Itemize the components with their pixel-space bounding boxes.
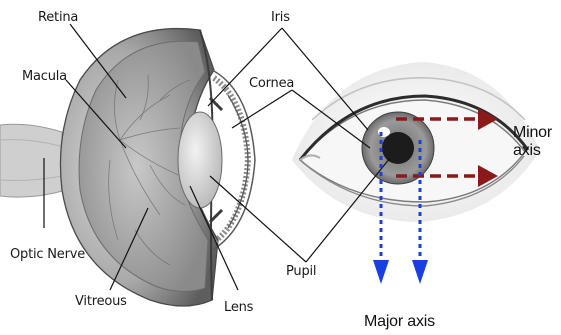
label-vitreous: Vitreous: [75, 295, 127, 308]
label-retina: Retina: [38, 11, 78, 24]
label-iris: Iris: [271, 11, 290, 24]
leader-pupil-left: [210, 176, 306, 262]
label-cornea: Cornea: [249, 77, 294, 90]
label-optic-nerve: Optic Nerve: [10, 248, 85, 261]
label-minor-axis-line1: Minor: [513, 124, 552, 142]
label-lens: Lens: [224, 301, 253, 314]
optic-nerve-shape: [0, 124, 66, 197]
front-eye-view: [292, 62, 540, 222]
leader-iris-left: [208, 28, 282, 106]
label-major-axis: Major axis: [364, 313, 435, 331]
label-macula: Macula: [22, 70, 67, 83]
label-minor-axis: Minor axis: [513, 124, 552, 159]
label-pupil: Pupil: [286, 265, 316, 278]
label-minor-axis-line2: axis: [513, 142, 552, 160]
